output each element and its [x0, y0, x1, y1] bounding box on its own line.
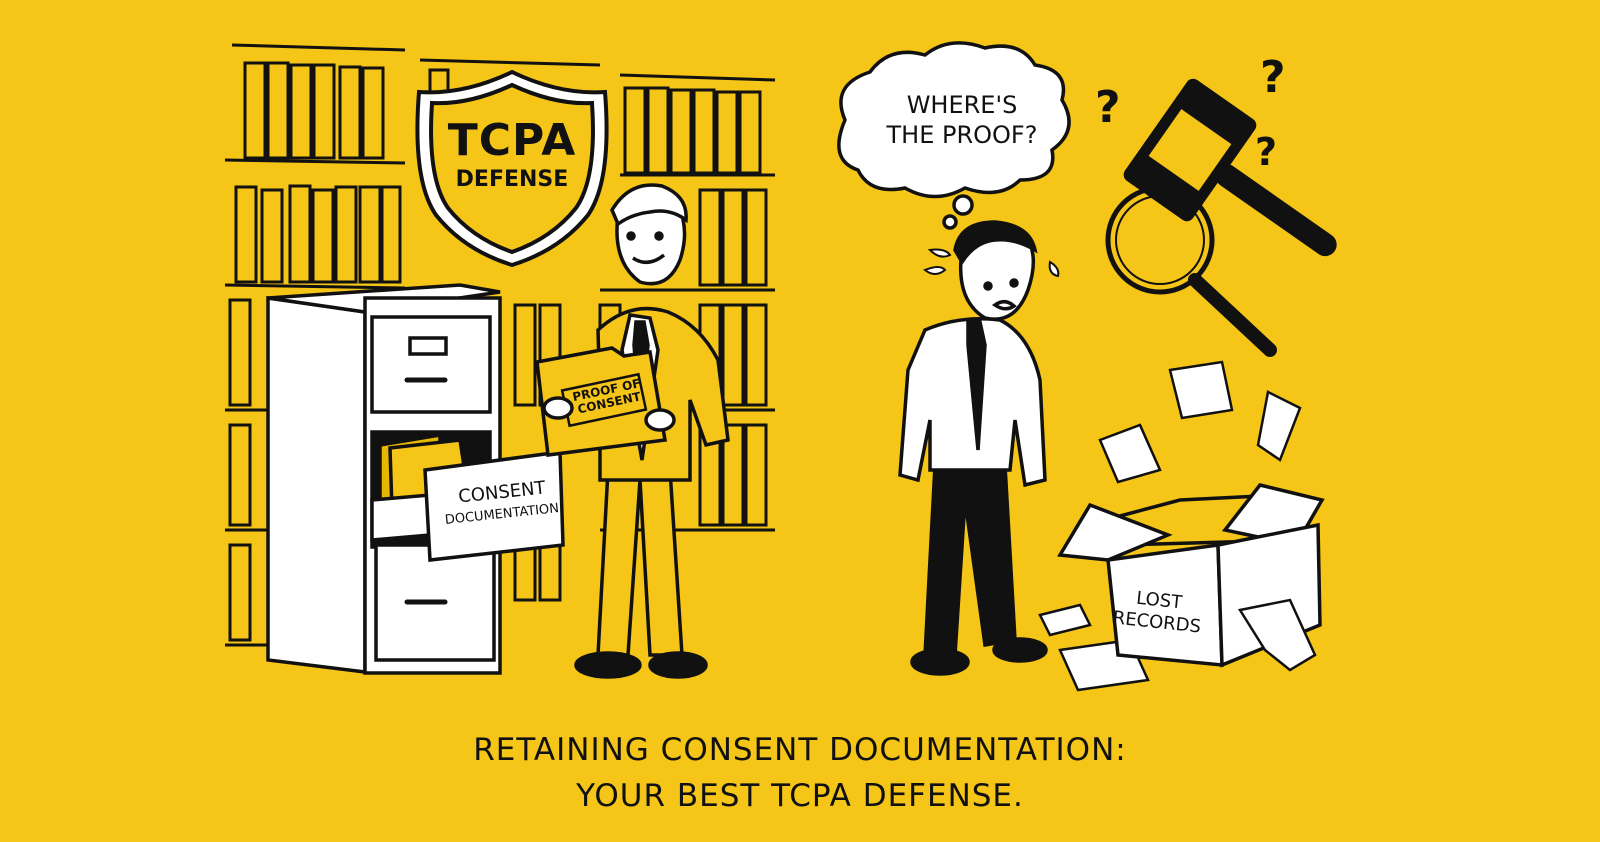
thought-bubble-line2: THE PROOF?: [886, 121, 1038, 149]
thought-bubble: [837, 41, 1071, 230]
flying-paper-icon: [1038, 360, 1302, 692]
shield-title: TCPA: [447, 115, 577, 166]
magnifying-glass-icon: [1105, 185, 1277, 357]
proof-of-consent-folder: [535, 346, 676, 457]
caption-line1: RETAINING CONSENT DOCUMENTATION:: [473, 732, 1127, 768]
question-mark-icon: ? ? ?: [1095, 52, 1286, 174]
filing-cabinet-icon: [266, 283, 565, 675]
shield-subtitle: DEFENSE: [455, 167, 569, 192]
shield-icon: [415, 69, 609, 268]
thought-bubble-line1: WHERE'S: [906, 91, 1018, 119]
caption-line2: YOUR BEST TCPA DEFENSE.: [576, 778, 1024, 814]
svg-text:?: ?: [1260, 52, 1286, 103]
lost-records-box: [1057, 483, 1325, 672]
svg-text:?: ?: [1095, 82, 1121, 133]
svg-text:?: ?: [1255, 130, 1277, 174]
thought-bubble-text: WHERE'S THE PROOF?: [862, 90, 1062, 150]
worried-businessman: [898, 220, 1060, 676]
gavel-icon: [1123, 78, 1337, 257]
